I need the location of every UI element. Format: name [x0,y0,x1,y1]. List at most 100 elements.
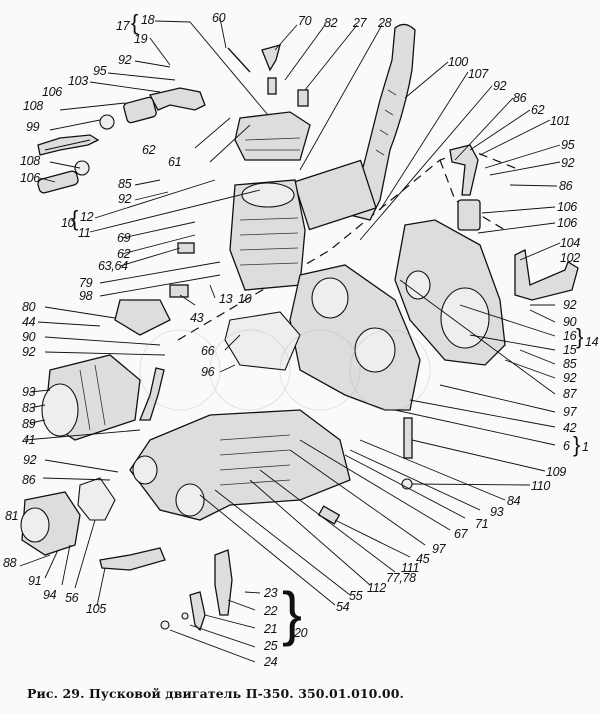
callout-20: 20 [294,626,308,640]
magneto-part [20,491,81,556]
small-fasteners [114,44,413,525]
callout-106-b: 106 [557,216,577,230]
callout-6: 6 [563,439,570,453]
callout-86-b: 86 [559,179,573,193]
callout-13: 13 [219,292,233,306]
callout-93-b: 93 [22,385,36,399]
gear-cover-part [394,219,506,366]
brace-14: } [576,324,584,349]
callout-99: 99 [26,120,40,134]
callout-93-a: 93 [490,505,504,519]
callout-85-b: 85 [118,177,132,191]
callout-62-b: 62 [117,247,131,261]
callout-106-a: 106 [557,200,577,214]
callout-18: 18 [141,13,155,27]
callout-89: 89 [22,417,36,431]
callout-104: 104 [560,236,580,250]
gasket-part [224,311,301,371]
callout-95-b: 95 [93,64,107,78]
callout-92-h: 92 [118,53,132,67]
callout-92-e: 92 [23,453,37,467]
callout-81: 81 [5,509,19,523]
oil-pipe-part [449,144,579,301]
callout-97-b: 97 [432,542,446,556]
magneto-gasket-part [77,477,116,521]
callout-90-a: 90 [563,315,577,329]
callout-27: 27 [353,16,367,30]
callout-54: 54 [336,600,350,614]
callout-88: 88 [3,556,17,570]
callout-56: 56 [65,591,79,605]
callout-43: 43 [190,311,204,325]
callout-92-a: 92 [493,79,507,93]
callout-106-d: 106 [42,85,62,99]
callout-45: 45 [416,552,430,566]
callout-84: 84 [507,494,521,508]
callout-86-a: 86 [513,91,527,105]
callout-109: 109 [546,465,566,479]
callout-92-g: 92 [118,192,132,206]
callout-21: 21 [264,622,278,636]
callout-83: 83 [22,401,36,415]
callout-23: 23 [264,586,278,600]
callout-15: 15 [563,343,577,357]
callout-63-64: 63,64 [98,259,128,273]
callout-69: 69 [117,231,131,245]
callout-71: 71 [475,517,489,531]
callout-10-b: 10 [238,292,252,306]
brace-17: { [131,10,139,35]
callout-24: 24 [264,655,278,669]
callout-16: 16 [563,329,577,343]
brace-20: } [282,580,303,647]
callout-105: 105 [86,602,106,616]
callout-10-a: 10 [61,216,75,230]
callout-22: 22 [264,604,278,618]
intake-pipe-part [37,87,206,194]
callout-94: 94 [43,588,57,602]
callout-108-a: 108 [20,154,40,168]
callout-14: 14 [585,335,599,349]
callout-98: 98 [79,289,93,303]
callout-110: 110 [531,479,551,493]
callout-91: 91 [28,574,42,588]
callout-11: 11 [78,226,91,240]
callout-12: 12 [80,210,94,224]
callout-77-78: 77,78 [386,571,416,585]
callout-97-a: 97 [563,405,577,419]
figure-caption: Рис. 29. Пусковой двигатель П-350. 350.0… [27,686,404,701]
callout-61: 61 [168,155,182,169]
callout-96: 96 [201,365,215,379]
callout-44: 44 [22,315,36,329]
callout-102: 102 [560,251,580,265]
callout-101: 101 [550,114,570,128]
callout-67: 67 [454,527,468,541]
callout-111: 111 [401,561,420,575]
callout-62-c: 62 [142,143,156,157]
assembly-dash-line [439,159,506,231]
exhaust-pipe-part [293,23,416,231]
callout-19: 19 [134,32,148,46]
callout-92-f: 92 [22,345,36,359]
callout-107: 107 [468,67,488,81]
callout-90-b: 90 [22,330,36,344]
callout-1: 1 [582,440,589,454]
governor-lever-part [160,549,233,632]
brace-10: { [71,206,79,231]
callout-28: 28 [378,16,392,30]
leader-lines [19,17,561,663]
callout-103: 103 [68,74,88,88]
callout-86-c: 86 [22,473,36,487]
callout-112: 112 [367,581,387,595]
callout-42: 42 [563,421,577,435]
callout-80: 80 [22,300,36,314]
callout-60-top: 60 [212,11,226,25]
brace-1: } [573,432,581,457]
callout-79: 79 [79,276,93,290]
watermark-logo [139,329,431,411]
callout-17: 17 [116,19,130,33]
front-plate-part [289,264,421,411]
callout-70: 70 [298,14,312,28]
callout-85-a: 85 [563,357,577,371]
callout-66: 66 [201,344,215,358]
bracket-part [99,547,166,571]
